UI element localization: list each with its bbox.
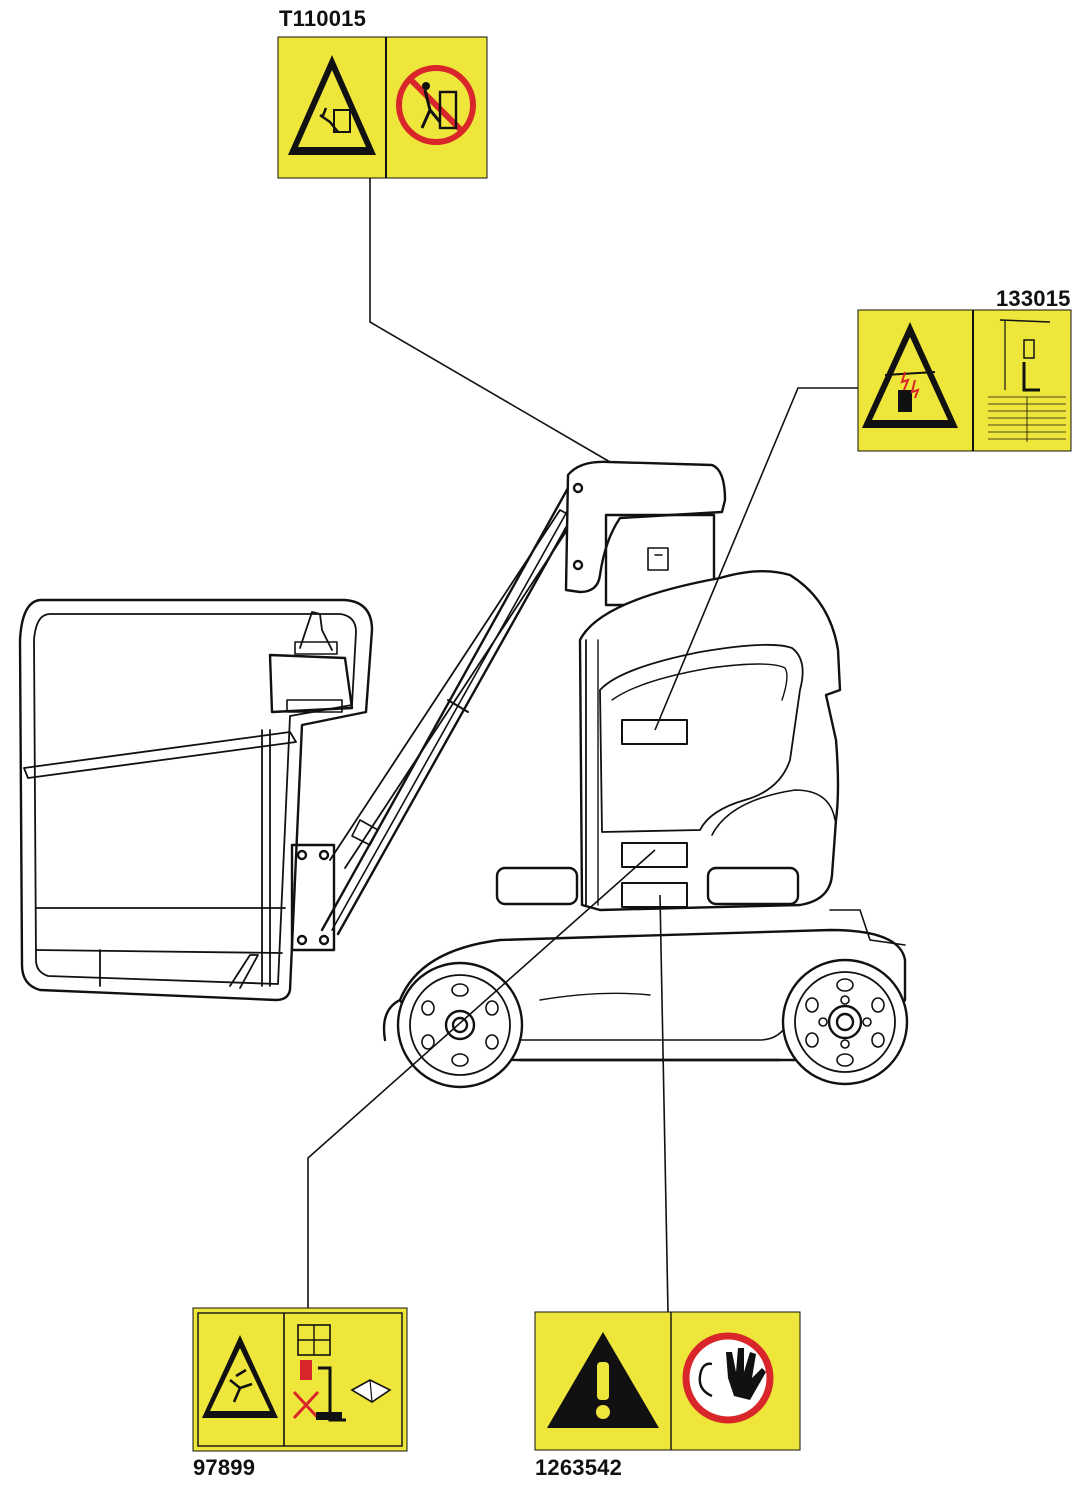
decal-97899: [192, 1307, 408, 1452]
decal-1263542: [534, 1311, 801, 1451]
leader-1263542: [659, 894, 669, 1313]
no-climbing-on-guardrails-icon: [396, 65, 476, 145]
general-warning-icon: [547, 1332, 659, 1428]
part-number-1263542: 1263542: [535, 1455, 623, 1480]
part-number-t110015: T110015: [279, 6, 367, 31]
front-wheel: [781, 958, 909, 1086]
leader-t110015: [369, 178, 611, 463]
chassis: [382, 909, 907, 1062]
platform-basket: [18, 598, 374, 1002]
fall-hazard-warning-icon: [202, 1335, 278, 1418]
leader-lines: [307, 178, 858, 1313]
fall-hazard-warning-icon: [288, 55, 376, 155]
main-tower-body: [495, 569, 842, 912]
tip-over-load-manual-icon: [292, 1324, 392, 1422]
part-number-133015: 133015: [996, 286, 1071, 311]
power-line-clearance-icon: [988, 319, 1066, 442]
decal-t110015: [277, 36, 488, 179]
no-unauthorized-operation-icon: [682, 1332, 774, 1424]
part-number-97899: 97899: [193, 1455, 256, 1480]
decal-location-1263542: [621, 882, 688, 908]
decal-location-133015: [621, 719, 688, 745]
leader-97899: [307, 849, 656, 1308]
leader-133015: [654, 387, 858, 731]
decal-location-97899: [621, 842, 688, 868]
lift-machine-drawing: [18, 460, 909, 1089]
electrocution-hazard-warning-icon: [862, 322, 958, 428]
decal-133015: [857, 309, 1072, 452]
rear-wheel: [396, 961, 524, 1089]
